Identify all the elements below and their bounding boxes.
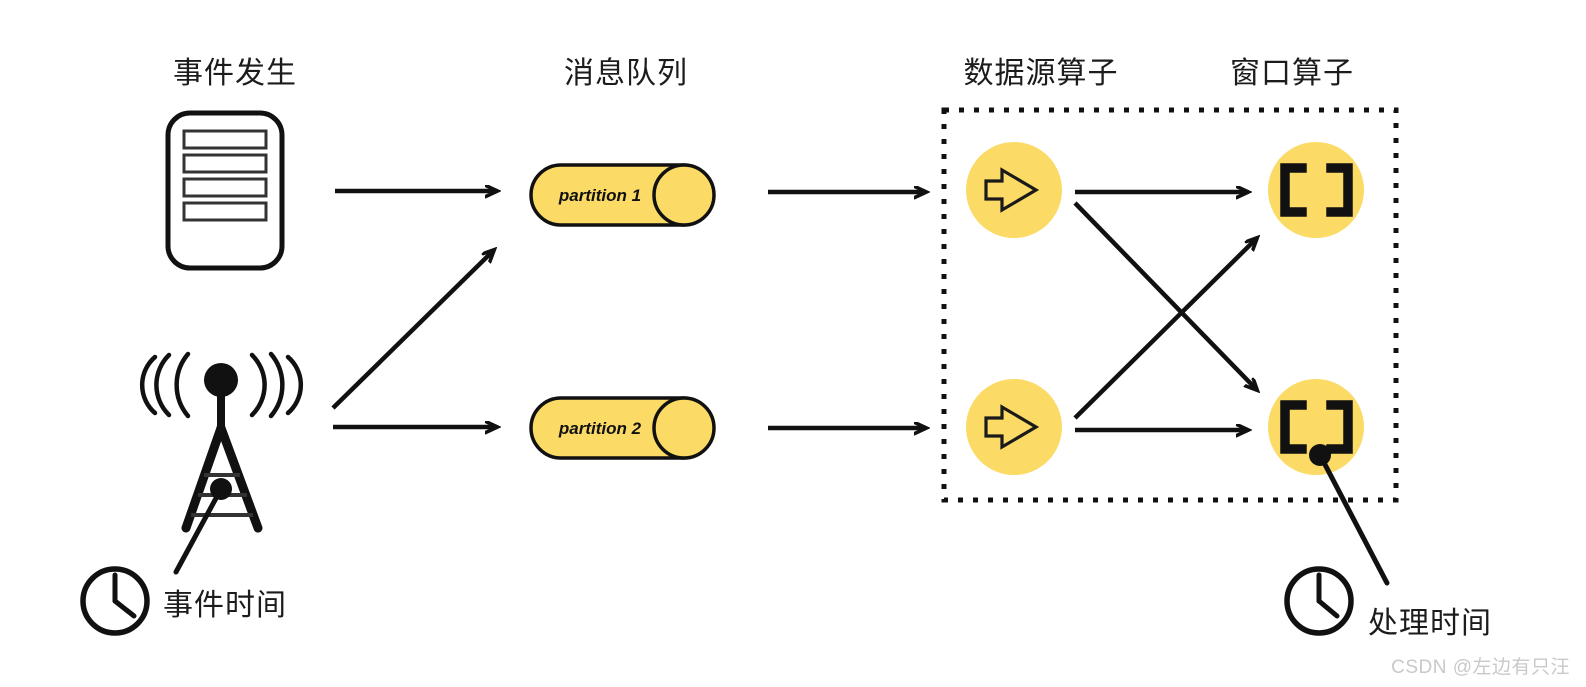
partition-2-label: partition 2 [558,419,642,438]
arrow-sourceop1-to-windowop2 [1073,201,1257,390]
event-time-label: 事件时间 [163,589,287,622]
partition-1-label: partition 1 [558,186,642,205]
clock-icon-event-time [80,566,150,636]
arrow-sourceop2-to-windowop1 [1073,238,1257,420]
operator-group-box [941,107,1399,503]
clock-icon-processing-time [1284,566,1354,636]
brackets-icon [1280,163,1353,217]
window-operator-2[interactable] [1268,379,1390,586]
server-icon [165,110,285,271]
partition-1[interactable] [529,163,716,227]
csdn-watermark: CSDN @左边有只汪 [1391,657,1570,678]
column-title-window-operator: 窗口算子 [1230,57,1354,90]
processing-time-label: 处理时间 [1368,607,1492,640]
column-title-message-queue: 消息队列 [564,57,688,90]
column-title-event-occurrence: 事件发生 [173,57,297,90]
source-operator-2[interactable] [966,379,1062,475]
brackets-icon [1280,400,1353,454]
right-arrow-icon [984,167,1040,213]
column-title-source-operator: 数据源算子 [963,57,1119,90]
source-operator-1[interactable] [966,142,1062,238]
antenna-tower-icon [140,351,303,575]
right-arrow-icon [984,404,1040,450]
partition-2[interactable] [529,396,716,460]
window-operator-1[interactable] [1268,142,1364,238]
arrow-antenna-to-partition1 [331,250,494,410]
